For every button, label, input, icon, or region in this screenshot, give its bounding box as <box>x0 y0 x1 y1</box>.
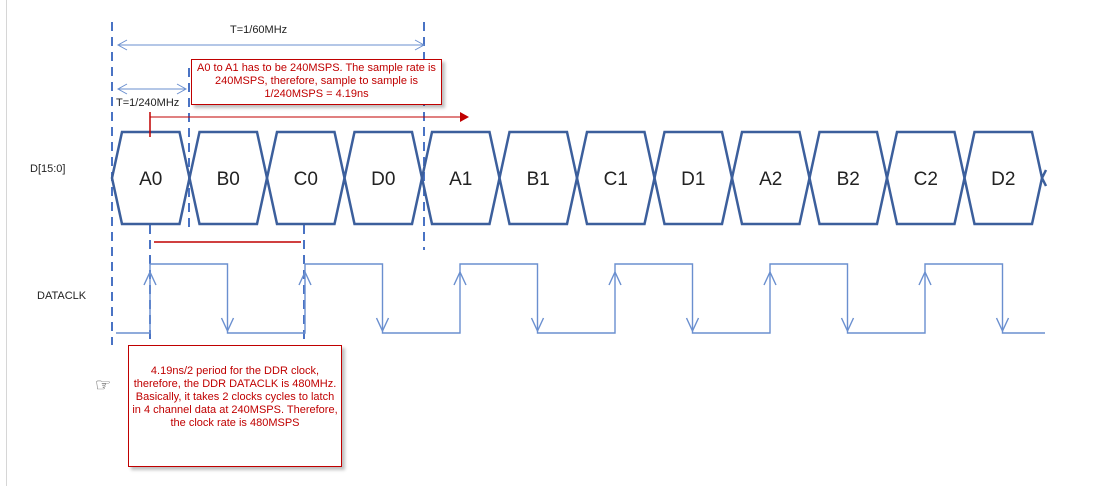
rising-edge-arrow <box>453 270 467 286</box>
data-word-label: C0 <box>294 169 318 190</box>
ddr-clock-callout: 4.19ns/2 period for the DDR clock, there… <box>128 345 342 467</box>
sample-rate-callout-text: A0 to A1 has to be 240MSPS. The sample r… <box>197 62 436 100</box>
rising-edge-arrow <box>298 270 312 286</box>
annotation-lines <box>149 112 469 243</box>
hand-cursor-icon: ☞ <box>95 375 112 395</box>
bus-trailing-stub <box>1040 177 1048 187</box>
falling-edge-arrow <box>375 317 390 333</box>
data-word-label: D2 <box>991 169 1015 190</box>
rising-edge-arrow <box>608 270 622 286</box>
data-word-label: C1 <box>604 169 628 190</box>
bus-trailing-stub <box>1040 169 1048 179</box>
clock-trace <box>116 263 1045 334</box>
long-period-arrow-head-left <box>116 39 128 51</box>
falling-edge-arrow <box>840 317 855 333</box>
ddr-clock-callout-text: 4.19ns/2 period for the DDR clock, there… <box>132 365 338 429</box>
rising-edge-arrow <box>918 270 932 286</box>
long-period-arrow-head-right <box>414 39 426 51</box>
data-bus-label: D[15:0] <box>30 163 66 175</box>
data-word-label: A1 <box>449 169 472 190</box>
long-period-label: T=1/60MHz <box>230 24 288 36</box>
sample-rate-callout: A0 to A1 has to be 240MSPS. The sample r… <box>191 59 442 105</box>
data-bus-waveform: A0 B0 C0 D0 A1 B1 C1 D1 A2 B2 C2 D2 <box>110 130 1048 226</box>
rising-edge-arrow <box>143 270 157 286</box>
falling-edge-arrow <box>530 317 545 333</box>
short-period-label: T=1/240MHz <box>116 97 180 109</box>
period-markers <box>111 22 426 360</box>
data-word-label: C2 <box>914 169 938 190</box>
short-period-arrow-head-right <box>176 83 188 95</box>
falling-edge-arrow <box>220 317 235 333</box>
short-period-arrow-head-left <box>116 83 128 95</box>
falling-edge-arrow <box>685 317 700 333</box>
dataclk-waveform <box>116 263 1045 334</box>
dataclk-label: DATACLK <box>37 290 87 302</box>
data-word-label: A0 <box>139 169 162 190</box>
data-word-label: D0 <box>371 169 395 190</box>
data-word-label: A2 <box>759 169 782 190</box>
data-word-label: B1 <box>527 169 550 190</box>
data-word-label: D1 <box>681 169 705 190</box>
rising-edge-arrow <box>763 270 777 286</box>
data-word-label: B2 <box>837 169 860 190</box>
falling-edge-arrow <box>995 317 1010 333</box>
sample-interval-arrowhead <box>460 112 469 122</box>
left-border <box>6 0 7 486</box>
data-word-label: B0 <box>217 169 240 190</box>
